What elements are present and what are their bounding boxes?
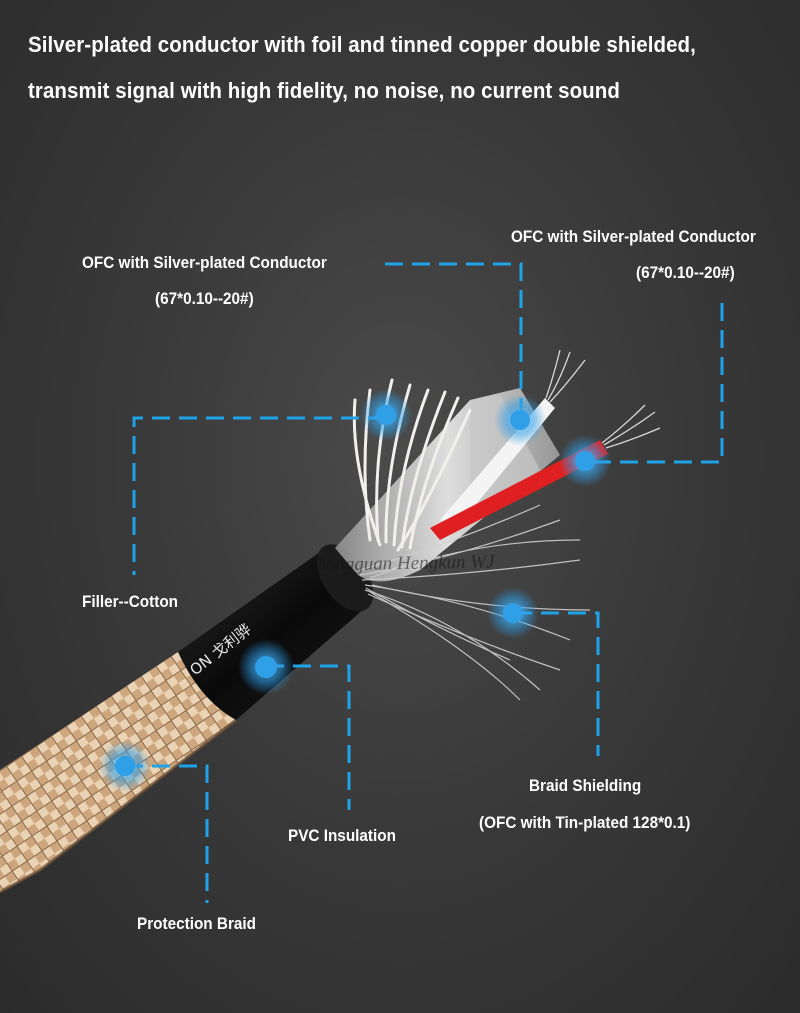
marker-braid-shielding: [487, 587, 539, 639]
marker-filler: [360, 389, 412, 441]
label-conductor-right-title: OFC with Silver-plated Conductor: [511, 227, 756, 246]
braid-shielding-strands: [359, 504, 591, 701]
marker-conductor-left: [494, 394, 546, 446]
pvc-jacket: [178, 552, 372, 720]
markers: [99, 389, 611, 792]
headline-line-1: Silver-plated conductor with foil and ti…: [28, 32, 696, 57]
label-braid-shielding-spec: (OFC with Tin-plated 128*0.1): [479, 813, 691, 832]
marker-pvc: [238, 639, 294, 695]
headline-line-2: transmit signal with high fidelity, no n…: [28, 78, 620, 103]
watermark: Dongguan Hengkun WJ: [311, 551, 495, 576]
label-conductor-right-spec: (67*0.10--20#): [636, 263, 735, 282]
label-filler: Filler--Cotton: [82, 592, 179, 611]
marker-conductor-right: [559, 435, 611, 487]
label-conductor-left-title: OFC with Silver-plated Conductor: [82, 253, 327, 272]
headline: Silver-plated conductor with foil and ti…: [28, 22, 735, 114]
label-protection-braid: Protection Braid: [137, 914, 257, 933]
label-conductor-left-spec: (67*0.10--20#): [155, 289, 254, 308]
label-pvc: PVC Insulation: [288, 826, 396, 845]
cotton-filler: [352, 378, 472, 552]
callout-lines: [125, 262, 724, 903]
marker-protection: [99, 740, 151, 792]
label-braid-shielding-title: Braid Shielding: [529, 776, 642, 795]
